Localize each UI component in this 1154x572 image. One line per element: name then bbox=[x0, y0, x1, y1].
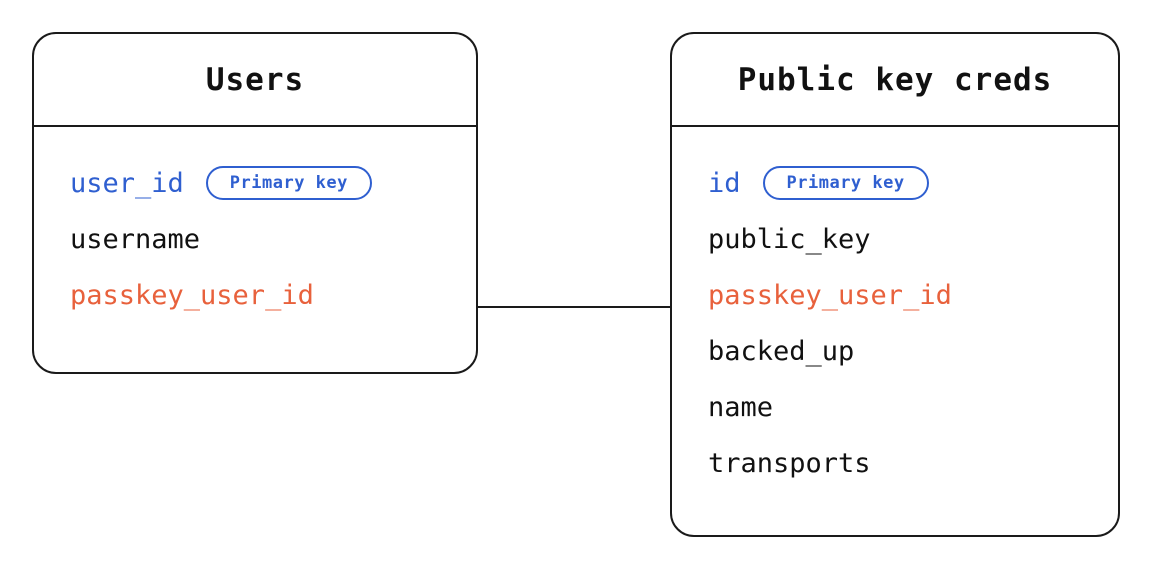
field-name-passkey-user-id: passkey_user_id bbox=[70, 279, 314, 311]
field-name-name: name bbox=[708, 391, 774, 423]
field-row[interactable]: public_key bbox=[672, 211, 1118, 267]
primary-key-badge: Primary key bbox=[762, 166, 929, 200]
relationship-line-users-to-public-key-creds bbox=[478, 306, 670, 308]
primary-key-badge-label: Primary key bbox=[786, 172, 905, 193]
field-name-user-id: user_id bbox=[70, 167, 184, 199]
field-name-public-key: public_key bbox=[708, 223, 871, 255]
field-row[interactable]: passkey_user_id bbox=[672, 267, 1118, 323]
field-name-username: username bbox=[70, 223, 201, 255]
field-row[interactable]: backed_up bbox=[672, 323, 1118, 379]
field-name-transports: transports bbox=[708, 447, 871, 479]
field-name-id: id bbox=[708, 167, 741, 199]
field-row[interactable]: username bbox=[34, 211, 476, 267]
entity-users-title: Users bbox=[205, 61, 305, 98]
entity-users-header: Users bbox=[34, 34, 476, 127]
field-row[interactable]: name bbox=[672, 379, 1118, 435]
field-row[interactable]: user_id Primary key bbox=[34, 155, 476, 211]
field-row[interactable]: passkey_user_id bbox=[34, 267, 476, 323]
entity-users[interactable]: Users user_id Primary key username passk… bbox=[32, 32, 478, 374]
entity-public-key-creds[interactable]: Public key creds id Primary key public_k… bbox=[670, 32, 1120, 537]
entity-users-field-list: user_id Primary key username passkey_use… bbox=[34, 127, 476, 323]
entity-public-key-creds-field-list: id Primary key public_key passkey_user_i… bbox=[672, 127, 1118, 491]
field-row[interactable]: id Primary key bbox=[672, 155, 1118, 211]
field-row[interactable]: transports bbox=[672, 435, 1118, 491]
primary-key-badge-label: Primary key bbox=[229, 172, 348, 193]
primary-key-badge: Primary key bbox=[205, 166, 372, 200]
entity-public-key-creds-header: Public key creds bbox=[672, 34, 1118, 127]
field-name-passkey-user-id: passkey_user_id bbox=[708, 279, 952, 311]
field-name-backed-up: backed_up bbox=[708, 335, 855, 367]
entity-public-key-creds-title: Public key creds bbox=[737, 61, 1053, 98]
